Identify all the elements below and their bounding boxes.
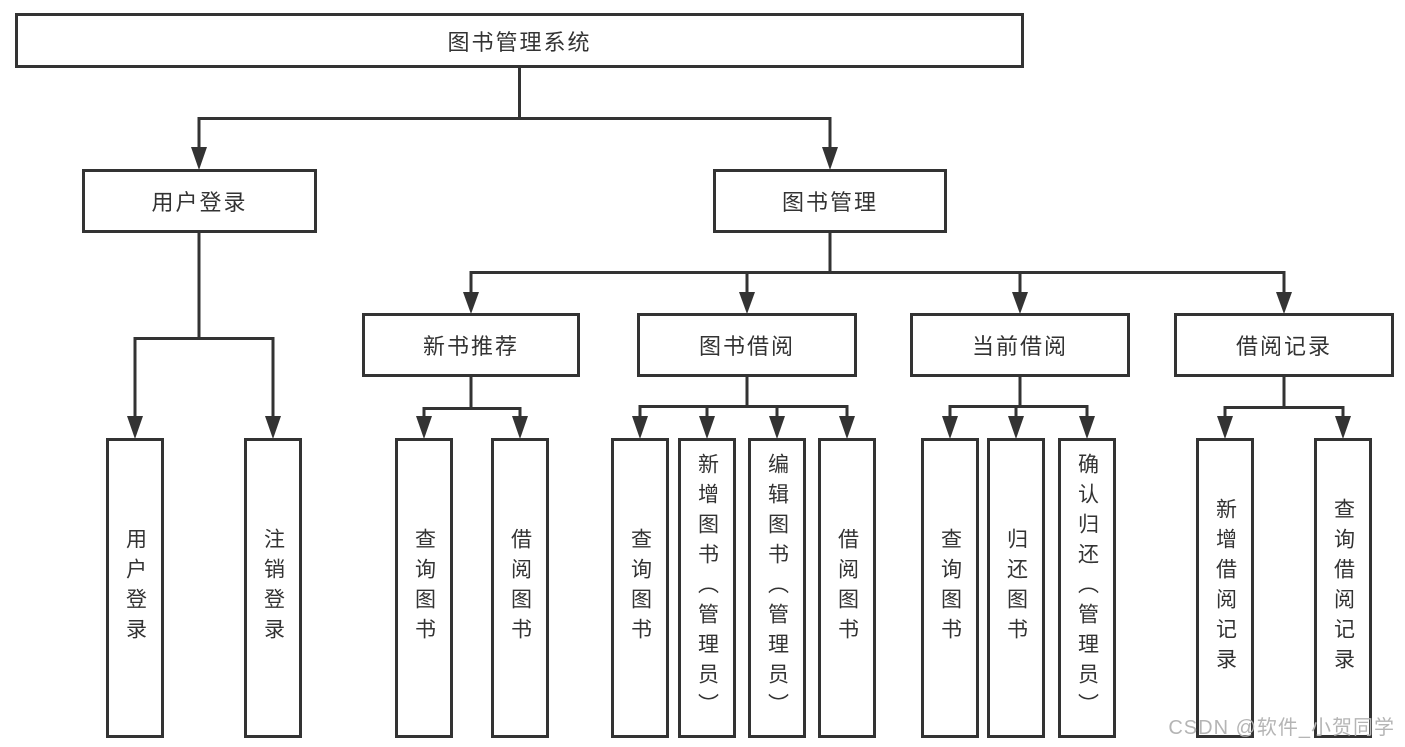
connector-bookmgmt-drop xyxy=(745,272,1022,293)
arrow-down-icon xyxy=(1276,292,1292,314)
arrow-down-icon xyxy=(191,147,207,170)
connector-borrowing-rail xyxy=(638,405,849,417)
arrow-down-icon xyxy=(632,416,648,439)
node-leaf-borrow-books-1: 借阅图书 xyxy=(491,438,549,738)
node-borrowing-records: 借阅记录 xyxy=(1174,313,1394,377)
arrow-down-icon xyxy=(942,416,958,439)
node-leaf-query-books-2: 查询图书 xyxy=(611,438,669,738)
arrow-down-icon xyxy=(1008,416,1024,439)
node-current-borrowing: 当前借阅 xyxy=(910,313,1130,377)
node-leaf-logout: 注销登录 xyxy=(244,438,302,738)
node-leaf-query-books-1: 查询图书 xyxy=(395,438,453,738)
node-leaf-add-books-admin: 新增图书（管理员） xyxy=(678,438,736,738)
arrow-down-icon xyxy=(739,292,755,314)
node-leaf-user-login: 用户登录 xyxy=(106,438,164,738)
arrow-down-icon xyxy=(416,416,432,439)
arrow-down-icon xyxy=(839,416,855,439)
arrow-down-icon xyxy=(512,416,528,439)
node-new-book-recommend: 新书推荐 xyxy=(362,313,580,377)
node-leaf-return-books: 归还图书 xyxy=(987,438,1045,738)
arrow-down-icon xyxy=(1012,292,1028,314)
arrow-down-icon xyxy=(463,292,479,314)
arrow-down-icon xyxy=(1217,416,1233,439)
arrow-down-icon xyxy=(1335,416,1351,439)
arrow-down-icon xyxy=(265,416,281,439)
connector-records-rail xyxy=(1223,406,1345,417)
connector-borrowing-drops xyxy=(705,406,779,417)
node-leaf-confirm-return-admin: 确认归还（管理员） xyxy=(1058,438,1116,738)
node-book-management: 图书管理 xyxy=(713,169,947,233)
connector-newbook-rail xyxy=(422,407,522,417)
node-leaf-query-borrow-record: 查询借阅记录 xyxy=(1314,438,1372,738)
arrow-down-icon xyxy=(769,416,785,439)
node-leaf-add-borrow-record: 新增借阅记录 xyxy=(1196,438,1254,738)
node-user-login: 用户登录 xyxy=(82,169,317,233)
node-book-borrowing: 图书借阅 xyxy=(637,313,857,377)
node-leaf-borrow-books-2: 借阅图书 xyxy=(818,438,876,738)
csdn-watermark: CSDN @软件_小贺同学 xyxy=(1168,717,1395,739)
connector-userlogin-rail xyxy=(133,337,275,417)
node-leaf-query-books-3: 查询图书 xyxy=(921,438,979,738)
node-leaf-edit-books-admin: 编辑图书（管理员） xyxy=(748,438,806,738)
arrow-down-icon xyxy=(1079,416,1095,439)
connector-bookmgmt-rail xyxy=(469,271,1286,293)
connector-current-rail xyxy=(948,405,1089,417)
arrow-down-icon xyxy=(822,147,838,170)
arrow-down-icon xyxy=(699,416,715,439)
arrow-down-icon xyxy=(127,416,143,439)
connector-root-rail xyxy=(197,117,832,148)
node-library-management-system: 图书管理系统 xyxy=(15,13,1024,68)
